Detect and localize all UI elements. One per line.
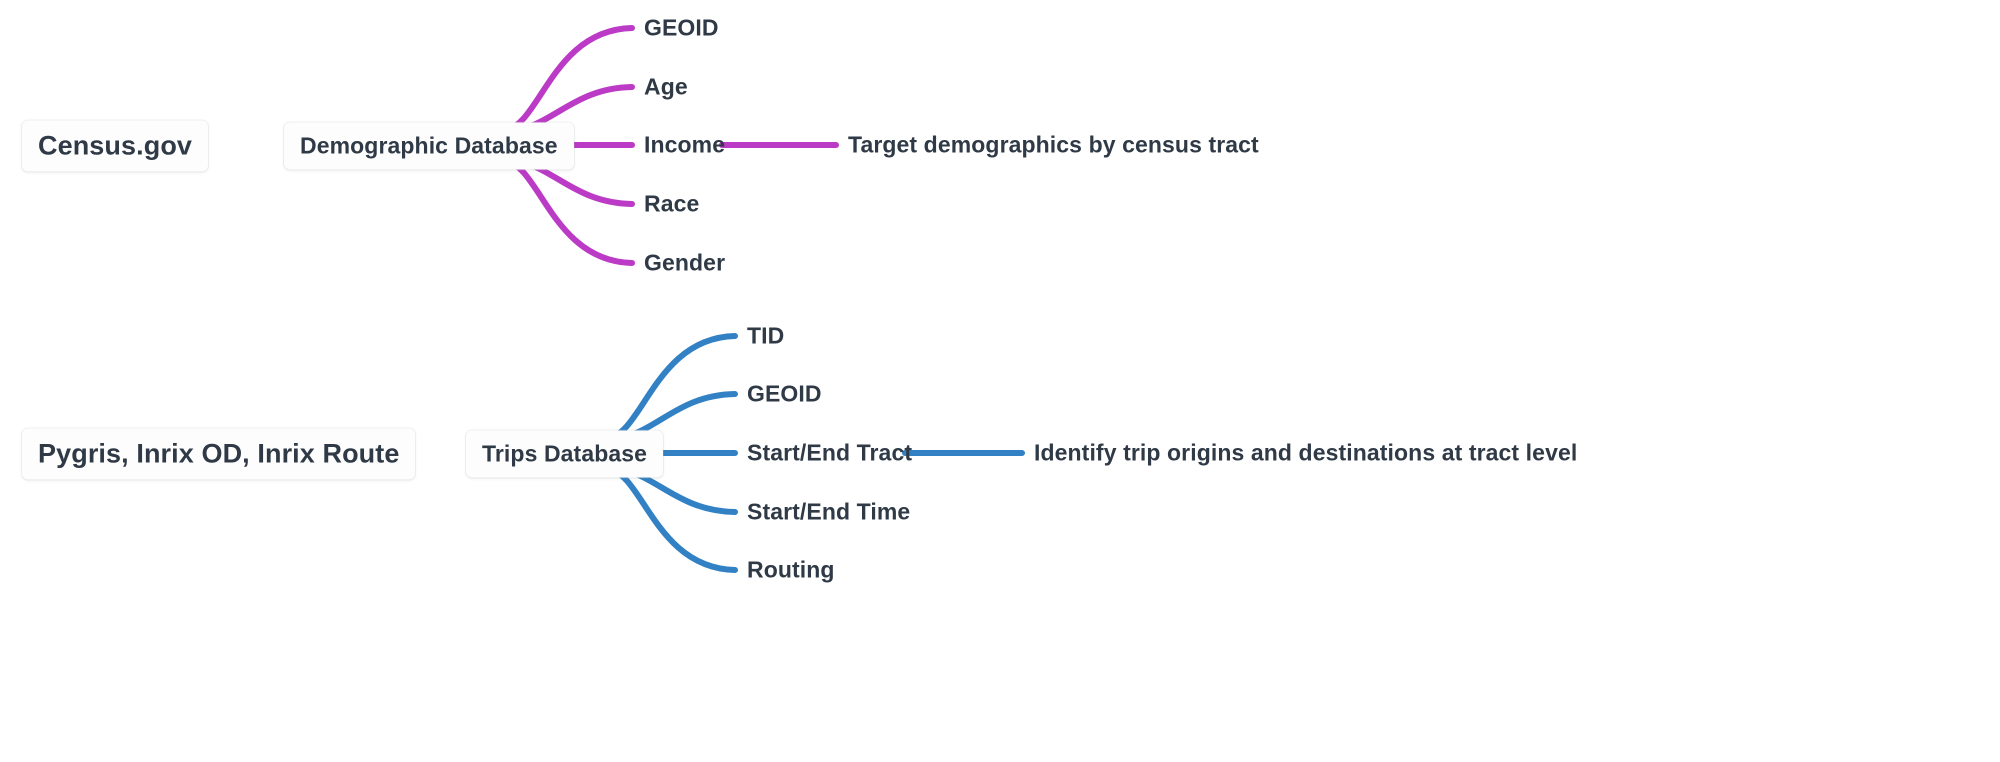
- root-node-pygris-inrix[interactable]: Pygris, Inrix OD, Inrix Route: [22, 428, 416, 480]
- leaf-node-race[interactable]: Race: [644, 190, 700, 217]
- leaf-node-age[interactable]: Age: [644, 73, 688, 100]
- note-node-identify-trip-origins[interactable]: Identify trip origins and destinations a…: [1034, 439, 1578, 466]
- edge-trips-to-tid: [605, 333, 738, 441]
- root-node-census[interactable]: Census.gov: [22, 120, 209, 172]
- database-node-demographic[interactable]: Demographic Database: [284, 122, 574, 170]
- leaf-node-tid[interactable]: TID: [747, 322, 785, 349]
- leaf-node-start-end-tract[interactable]: Start/End Tract: [747, 439, 913, 466]
- leaf-node-geoid-census[interactable]: GEOID: [644, 14, 719, 41]
- leaf-node-geoid-trips[interactable]: GEOID: [747, 380, 822, 407]
- edge-demographic-to-geoid: [502, 25, 635, 133]
- edge-demographic-to-gender: [502, 158, 635, 266]
- note-node-target-demographics[interactable]: Target demographics by census tract: [848, 131, 1259, 158]
- leaf-node-income[interactable]: Income: [644, 131, 726, 158]
- leaf-node-gender[interactable]: Gender: [644, 249, 726, 276]
- edge-trips-to-routing: [605, 466, 738, 573]
- leaf-node-start-end-time[interactable]: Start/End Time: [747, 498, 911, 525]
- leaf-node-routing[interactable]: Routing: [747, 556, 835, 583]
- database-node-trips[interactable]: Trips Database: [466, 430, 664, 478]
